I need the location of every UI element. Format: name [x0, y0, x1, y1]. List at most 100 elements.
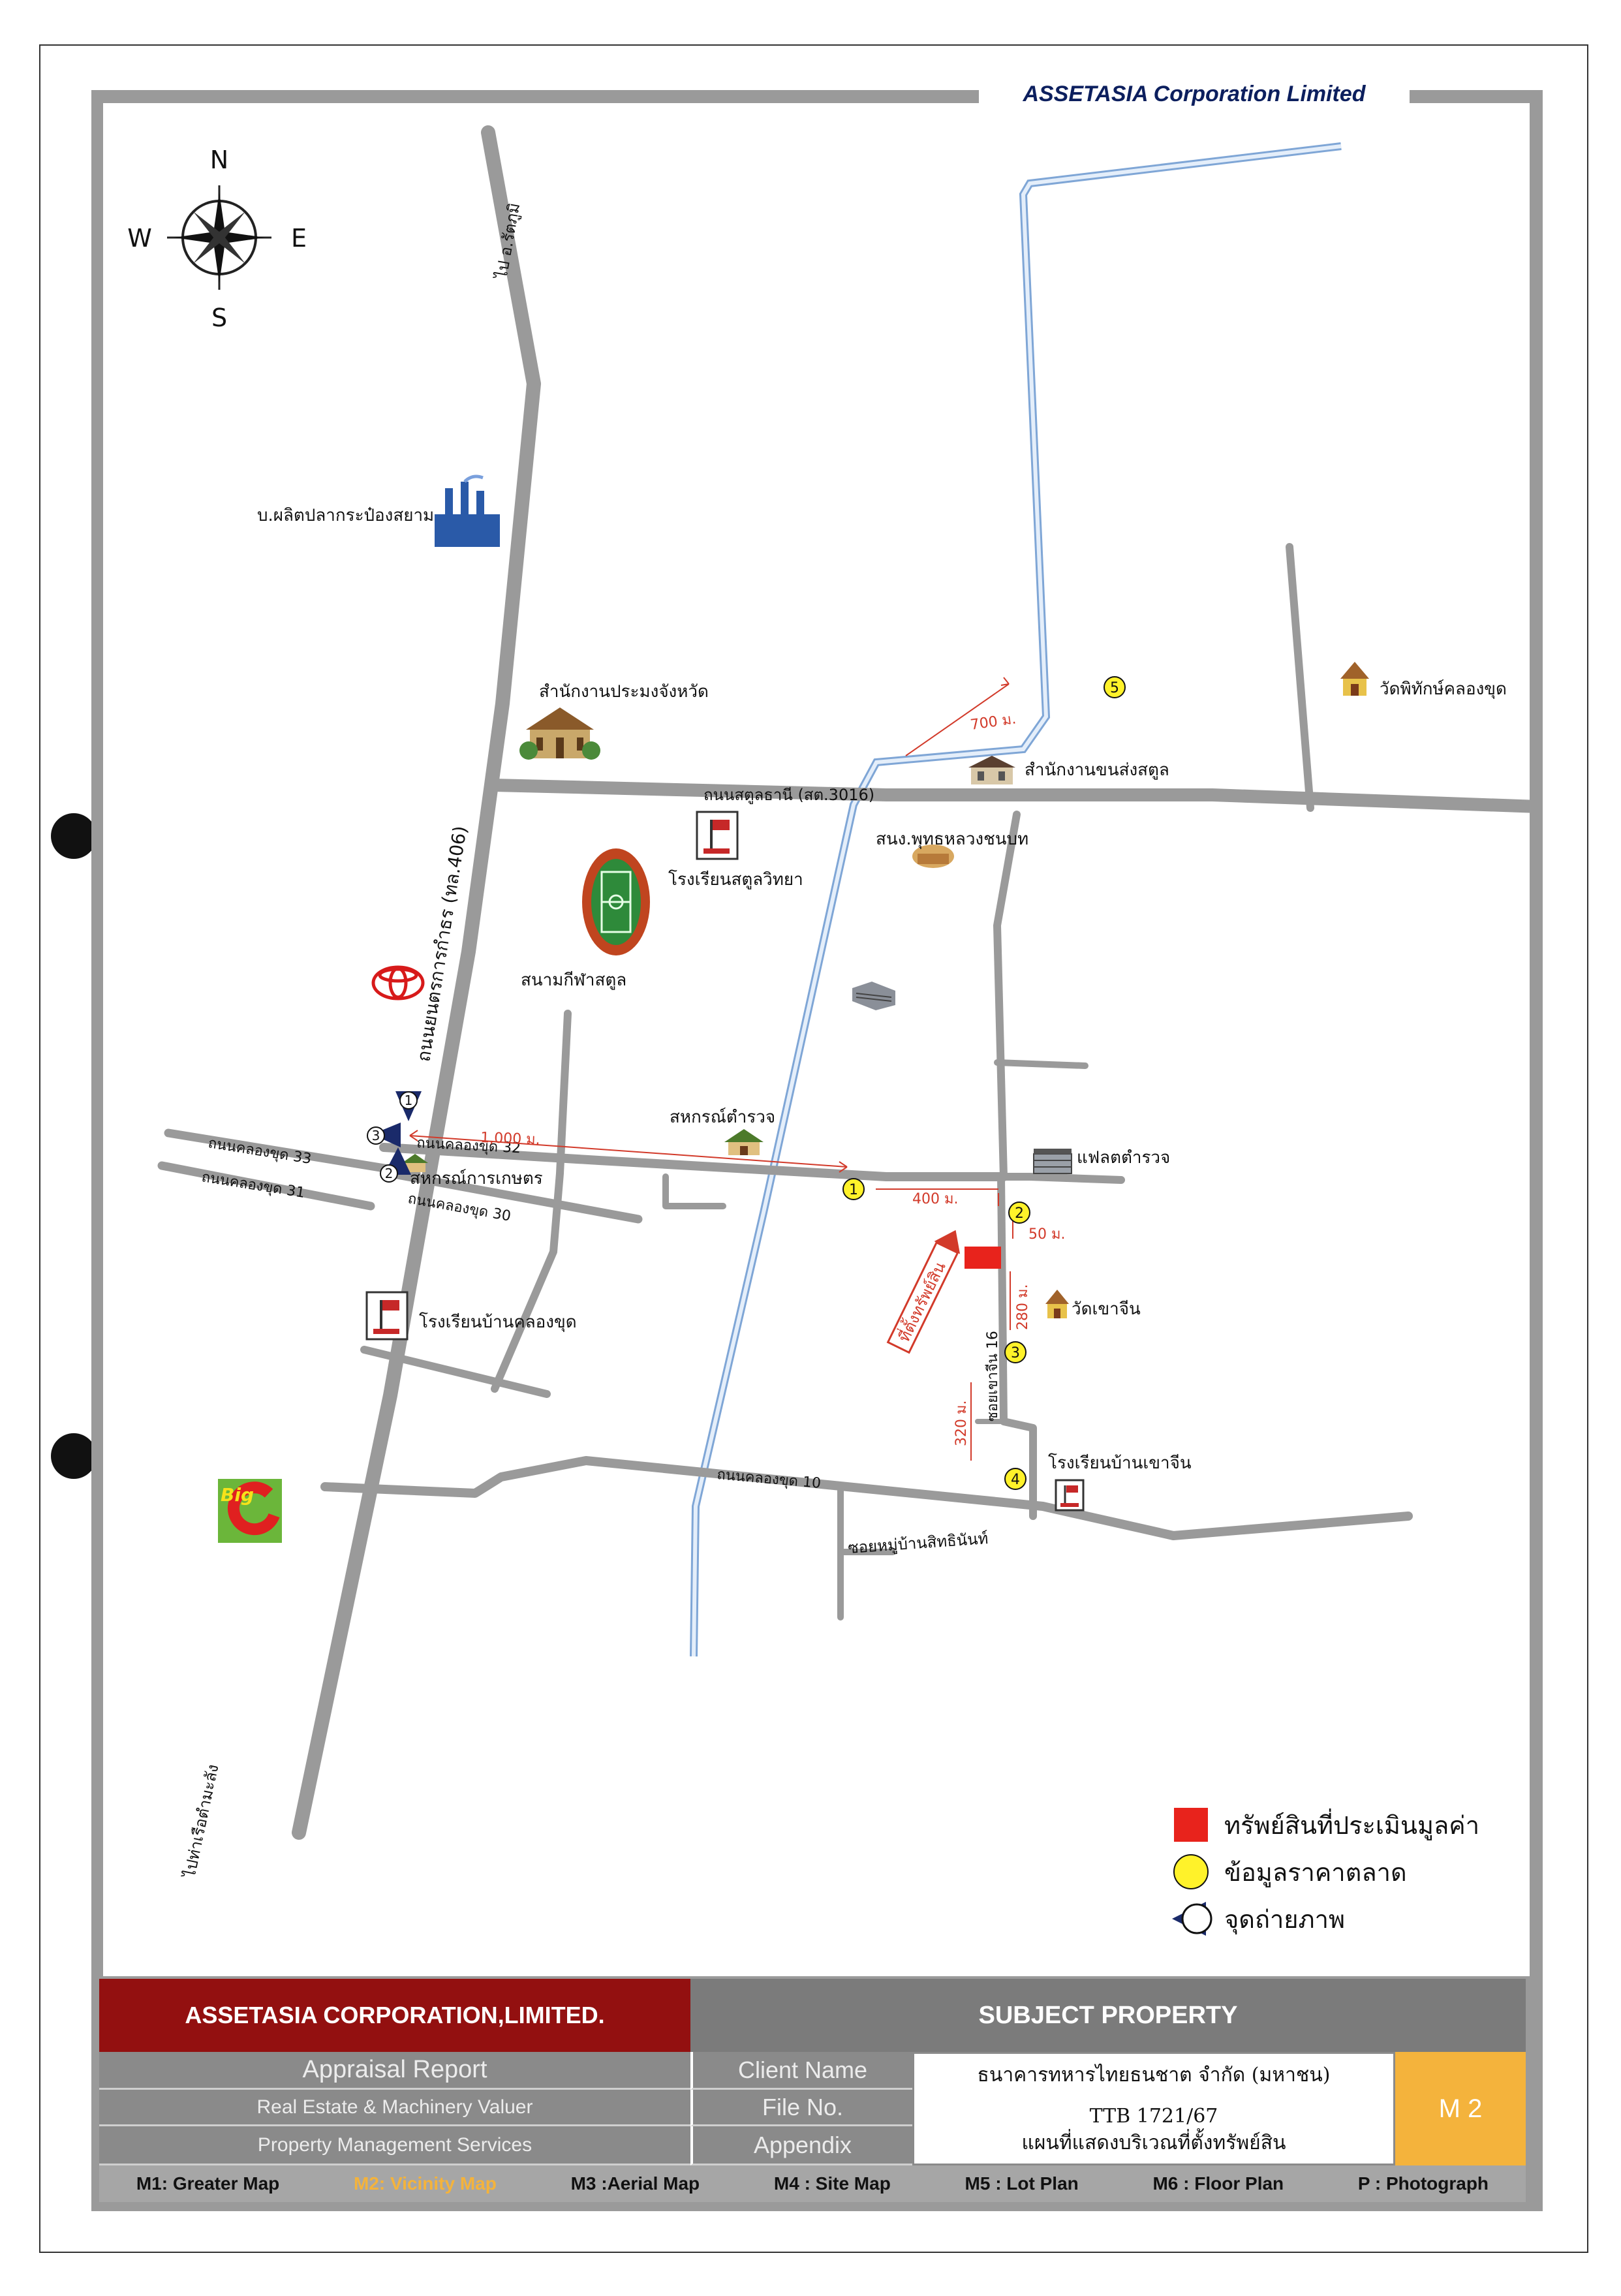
label-police-flats: แฟลตตำรวจ: [1077, 1148, 1170, 1168]
map-legend: ทรัพย์สินที่ประเมินมูลค่า ข้อมูลราคาตลาด…: [1168, 1801, 1507, 1942]
photo-point-1[interactable]: 1: [395, 1091, 422, 1121]
label-transport-office: สำนักงานขนส่งสตูล: [1025, 760, 1169, 780]
vicinity-map[interactable]: N S E W ไป อ.รัตภูมิ ถนนยนตรการกำธร (ทล.…: [103, 103, 1530, 1976]
toyota-logo-icon: [371, 965, 425, 1001]
government-office-icon: [519, 707, 600, 760]
big-c-label: Big: [221, 1484, 254, 1506]
nav-m5[interactable]: M5 : Lot Plan: [965, 2173, 1079, 2194]
legend-market-icon: [1168, 1852, 1214, 1891]
label-cannery: บ.ผลิตปลากระป๋องสยาม: [257, 506, 434, 525]
report-footer: ASSETASIA CORPORATION,LIMITED. SUBJECT P…: [99, 1979, 1526, 2202]
market-points[interactable]: 5 1 2 3 4: [842, 676, 1126, 1490]
photo-points[interactable]: 1 3 2: [367, 1091, 422, 1183]
market-point-5[interactable]: 5: [1104, 676, 1126, 698]
road-label-khlong-khut-31: ถนนคลองขุด 31: [200, 1169, 306, 1202]
school-flag-icon: [365, 1291, 409, 1341]
legend-row-subject: ทรัพย์สินที่ประเมินมูลค่า: [1168, 1801, 1507, 1848]
road-east-branch: [1000, 1173, 1125, 1184]
footer-file-no: TTB 1721/67: [1089, 2104, 1218, 2128]
road-labels: ไป อ.รัตภูมิ ถนนยนตรการกำธร (ทล.406) ไปท…: [180, 202, 1001, 1880]
school-flag-icon: [1055, 1479, 1085, 1512]
road-label-soi-sitthinan: ซอยหมู่บ้านสิทธินันท์: [847, 1529, 989, 1558]
legend-photo-label: จุดถ่ายภาพ: [1224, 1904, 1345, 1934]
market-point-label: 5: [1110, 680, 1119, 696]
road-khlong-khut-30: [386, 1169, 643, 1224]
photo-point-3[interactable]: 3: [367, 1123, 401, 1147]
legend-row-photo: จุดถ่ายภาพ: [1168, 1895, 1507, 1942]
house-icon: [724, 1129, 764, 1155]
market-point-3[interactable]: 3: [1004, 1341, 1027, 1363]
punch-hole: [51, 813, 97, 859]
label-fisheries-office: สำนักงานประมงจังหวัด: [539, 682, 709, 702]
compass-w: W: [127, 224, 152, 253]
road-north-east: [994, 1059, 1088, 1069]
distance-1000: 1,000 ม.: [480, 1130, 540, 1148]
stadium-icon: [582, 848, 650, 955]
property-location-tag: ที่ตั้งทรัพย์สิน: [886, 1230, 961, 1354]
canal: [690, 142, 1342, 1657]
photo-point-label: 3: [372, 1128, 380, 1143]
compass-n: N: [210, 146, 228, 174]
road-far-east: [1286, 543, 1314, 812]
road-school: [360, 1346, 551, 1398]
road-network: [157, 125, 1530, 1840]
road-label-soi-khao-chin-16: ซอยเขาจีน 16: [985, 1331, 1001, 1421]
market-point-4[interactable]: 4: [1004, 1468, 1027, 1490]
highway-406: [292, 125, 541, 1840]
road-khlong-khut-10: [320, 1456, 1413, 1540]
nav-m6[interactable]: M6 : Floor Plan: [1152, 2173, 1284, 2194]
market-point-label: 4: [1011, 1472, 1020, 1488]
footer-label-appendix: Appendix: [690, 2126, 912, 2165]
label-coop-agri: สหกรณ์การเกษตร: [410, 1169, 543, 1188]
market-point-1[interactable]: 1: [842, 1178, 865, 1200]
legend-photo-icon: [1168, 1899, 1214, 1938]
temple-icon: [1340, 662, 1369, 696]
scan-frame: [39, 44, 1588, 2253]
legend-subject-icon: [1168, 1805, 1214, 1844]
legend-market-label: ข้อมูลราคาตลาด: [1224, 1857, 1407, 1887]
footer-appendix-desc: แผนที่แสดงบริเวณที่ตั้งทรัพย์สิน: [1021, 2131, 1286, 2154]
school-flag-icon: [696, 811, 739, 860]
road-north-branch: [993, 811, 1021, 1181]
compass-rose: N S E W: [127, 146, 307, 332]
road-label-khlong-khut-33: ถนนคลองขุด 33: [207, 1135, 313, 1168]
nav-m3[interactable]: M3 :Aerial Map: [570, 2173, 700, 2194]
temple-icon: [1045, 1290, 1069, 1318]
distance-700: 700 ม.: [969, 711, 1017, 734]
road-khlong-khut-31: [157, 1161, 375, 1211]
compass-e: E: [291, 224, 307, 253]
label-coop-police: สหกรณ์ตำรวจ: [670, 1108, 775, 1127]
footer-service-appraisal: Appraisal Report: [99, 2052, 690, 2090]
road-label-port: ไปท่าเรือตำมะลัง: [180, 1763, 222, 1880]
label-pre-school: สนง.พุทธหลวงชนบท: [876, 830, 1028, 849]
label-wat-khao-chin: วัดเขาจีน: [1072, 1299, 1141, 1319]
distance-markers: [409, 677, 1013, 1461]
subject-property-marker[interactable]: [965, 1247, 1001, 1269]
road-khlong-khut-33: [164, 1128, 421, 1178]
photo-point-2[interactable]: 2: [380, 1147, 411, 1183]
footer-appendix-code: M 2: [1395, 2052, 1526, 2165]
footer-info-box: ธนาคารทหารไทยธนชาต จำกัด (มหาชน) TTB 172…: [912, 2052, 1395, 2165]
house-icon: [402, 1154, 428, 1172]
footer-label-file: File No.: [690, 2090, 912, 2126]
footer-company: ASSETASIA CORPORATION,LIMITED.: [99, 1979, 690, 2052]
nav-photograph[interactable]: P : Photograph: [1357, 2173, 1489, 2194]
distance-320: 320 ม.: [953, 1401, 970, 1446]
distance-280: 280 ม.: [1015, 1284, 1031, 1330]
property-location-label: ที่ตั้งทรัพย์สิน: [893, 1258, 949, 1344]
nav-m2[interactable]: M2: Vicinity Map: [353, 2173, 497, 2194]
label-school-ban-khlong-khut: โรงเรียนบ้านคลองขุด: [419, 1312, 577, 1332]
road-satun-thani: [488, 779, 1530, 813]
building-icon: [852, 982, 895, 1010]
nav-m4[interactable]: M4 : Site Map: [773, 2173, 891, 2194]
road-soi-16: [997, 1173, 1037, 1520]
factory-icon: [435, 474, 500, 547]
compass-s: S: [211, 303, 227, 332]
market-point-2[interactable]: 2: [1008, 1202, 1030, 1224]
footer-service-valuer: Real Estate & Machinery Valuer: [99, 2090, 690, 2126]
road-spur-2: [837, 1483, 896, 1621]
footer-label-client: Client Name: [690, 2052, 912, 2090]
legend-row-market: ข้อมูลราคาตลาด: [1168, 1848, 1507, 1895]
nav-m1[interactable]: M1: Greater Map: [136, 2173, 280, 2194]
distance-400: 400 ม.: [912, 1191, 958, 1207]
